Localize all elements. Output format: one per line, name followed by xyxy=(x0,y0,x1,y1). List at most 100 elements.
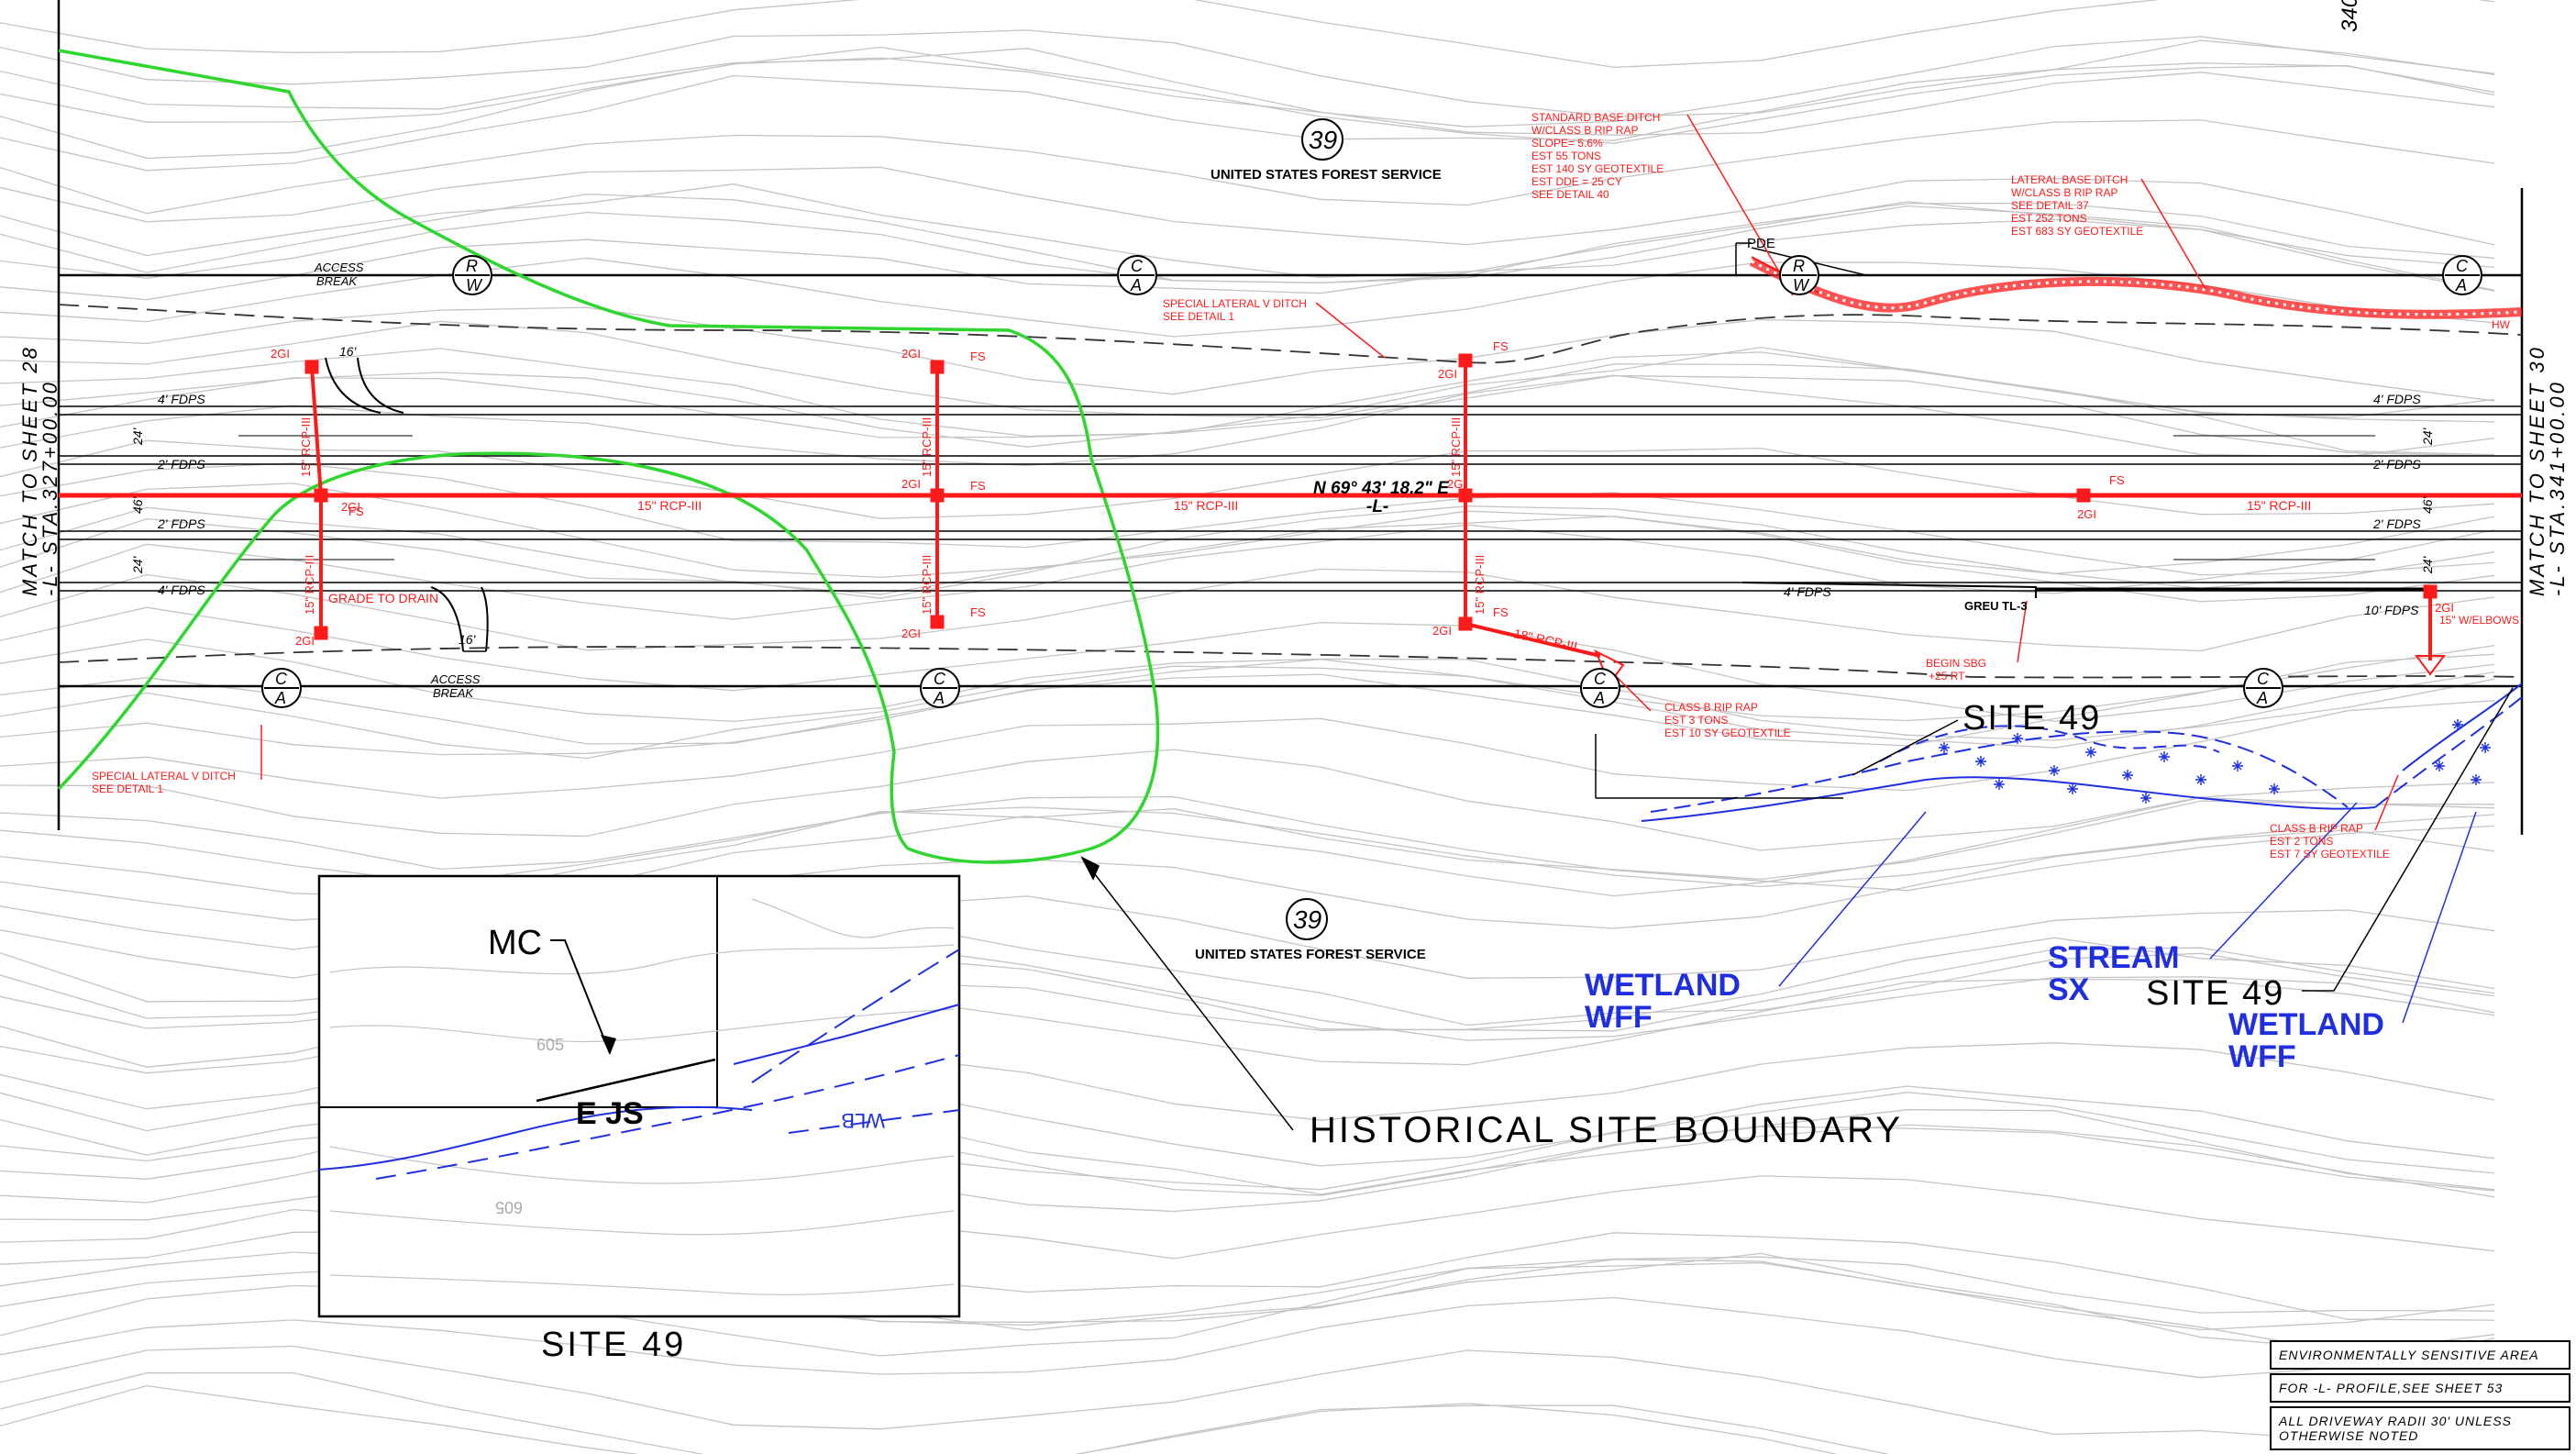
hw-label: HW xyxy=(2492,318,2511,331)
wetland-symbol xyxy=(1975,756,1986,767)
dim-24-right-bottom: 24' xyxy=(2420,555,2435,574)
dim-24-left-bottom: 24' xyxy=(130,555,145,574)
gi-10: 2GI xyxy=(2077,507,2096,521)
fdps-2-right-bottom: 2' FDPS xyxy=(2372,516,2421,531)
gi-4: 2GI xyxy=(901,347,921,361)
gi-5: 2GI xyxy=(901,477,921,491)
v-ditch-top-0: SPECIAL LATERAL V DITCH xyxy=(1163,297,1307,310)
alignment-symbol-letter: R xyxy=(1793,257,1805,275)
contour-line xyxy=(0,606,2495,723)
match-right-label: MATCH TO SHEET 30 xyxy=(2526,345,2548,596)
fs-2: FS xyxy=(970,479,986,493)
pipe-vert-6: 15" RCP-III xyxy=(1473,555,1487,615)
match-left-station: -L- STA.327+00.00 xyxy=(39,380,61,596)
wetland-symbol xyxy=(2140,793,2151,804)
contour-line xyxy=(0,653,2495,756)
wetland-symbol xyxy=(2195,774,2206,785)
std-ditch-4: EST 140 SY GEOTEXTILE xyxy=(1531,162,1664,175)
parcel-number-bottom: 39 xyxy=(1293,905,1321,934)
site-49-label-top: SITE 49 xyxy=(1962,699,2101,738)
pipe-label-3: 15" RCP-III xyxy=(2247,498,2311,513)
pde-label: PDE xyxy=(1747,236,1775,251)
contour-line xyxy=(0,659,2495,749)
lateral-ditch-0: LATERAL BASE DITCH xyxy=(2011,173,2128,186)
contour-line xyxy=(0,48,2495,136)
alignment-symbol-letter: C xyxy=(2257,670,2270,688)
topographic-contours xyxy=(0,0,2495,1454)
access-break-bottom-2: BREAK xyxy=(433,686,474,700)
dim-24-right-top: 24' xyxy=(2420,427,2435,446)
std-ditch-0: STANDARD BASE DITCH xyxy=(1531,111,1660,124)
contour-line xyxy=(0,36,2495,160)
alignment-symbol-letter: C xyxy=(1131,257,1144,275)
dim-46-right: 46' xyxy=(2420,495,2435,514)
begin-sbg-2: +25 RT xyxy=(1929,670,1965,683)
wetland-symbol xyxy=(2232,760,2243,771)
access-break-left: ACCESS xyxy=(314,261,364,274)
grade-to-drain: GRADE TO DRAIN xyxy=(328,591,438,605)
pipe-vert-3: 15" RCP-III xyxy=(1449,417,1463,477)
wetland-symbol xyxy=(2452,719,2463,730)
contour-line xyxy=(0,1345,2495,1442)
contour-line xyxy=(0,119,2495,215)
match-left-label: MATCH TO SHEET 28 xyxy=(18,345,41,596)
wetland-symbol xyxy=(2269,783,2280,794)
gi-6: 2GI xyxy=(901,627,921,640)
esa-legend: ENVIRONMENTALLY SENSITIVE AREA xyxy=(2270,1340,2570,1370)
contour-line xyxy=(0,257,2495,338)
wetland-symbol xyxy=(2012,733,2023,744)
lateral-ditch-1: W/CLASS B RIP RAP xyxy=(2011,186,2117,199)
wff-label-1: WFF xyxy=(1585,1000,1653,1035)
contour-line xyxy=(0,700,2495,799)
driveway-note-text: ALL DRIVEWAY RADII 30' UNLESS OTHERWISE … xyxy=(2279,1414,2512,1443)
contour-line xyxy=(0,183,2495,292)
wetland-symbol xyxy=(2480,742,2491,753)
contour-line xyxy=(0,320,2495,456)
corner-sheet-number: 340 xyxy=(2338,0,2362,32)
wetland-symbol xyxy=(1994,779,2005,790)
owner-name-top: UNITED STATES FOREST SERVICE xyxy=(1211,167,1442,183)
contour-line xyxy=(0,506,2495,595)
contour-line xyxy=(0,1371,1890,1454)
dim-46-left: 46' xyxy=(130,495,145,514)
wetland-symbol xyxy=(2434,760,2445,771)
wetland-symbols xyxy=(1939,719,2491,804)
wetland-symbol xyxy=(2067,783,2078,794)
riprap-right-2: EST 7 SY GEOTEXTILE xyxy=(2270,848,2390,860)
wetland-symbol xyxy=(2049,765,2060,776)
alignment-bearing: N 69° 43' 18.2" E xyxy=(1313,479,1450,498)
contour-line xyxy=(0,795,2495,892)
contour-line xyxy=(0,62,2495,172)
contour-line xyxy=(0,201,2495,301)
dim-16-top: 16' xyxy=(339,344,358,359)
fs-4: FS xyxy=(1493,339,1509,353)
lateral-ditch-2: SEE DETAIL 37 xyxy=(2011,199,2089,212)
contour-line xyxy=(0,1296,2495,1379)
contour-line xyxy=(0,1384,1839,1454)
contour-line xyxy=(0,166,2495,246)
gi-11: 2GI xyxy=(2435,601,2454,615)
std-ditch-2: SLOPE= 5.6% xyxy=(1531,137,1603,150)
lateral-ditch-3: EST 252 TONS xyxy=(2011,212,2087,225)
inset-wlb: WLB xyxy=(841,1109,885,1132)
contour-line xyxy=(0,505,2495,599)
wetland-symbol xyxy=(2122,770,2133,781)
alignment-name: -L- xyxy=(1366,497,1388,516)
esa-legend-text: ENVIRONMENTALLY SENSITIVE AREA xyxy=(2279,1348,2539,1362)
site-49-inset-title: SITE 49 xyxy=(541,1326,686,1364)
std-ditch-6: SEE DETAIL 40 xyxy=(1531,188,1609,201)
alignment-symbol-letter: A xyxy=(274,689,286,707)
drainage-system xyxy=(59,256,2523,685)
fdps-4-mid-bottom: 4' FDPS xyxy=(1784,584,1831,599)
historical-site-boundary-line xyxy=(57,49,1160,864)
match-right-station: -L- STA.341+00.00 xyxy=(2546,380,2569,596)
gi-2: 2GI xyxy=(341,500,360,514)
profile-note: FOR -L- PROFILE,SEE SHEET 53 xyxy=(2270,1373,2570,1403)
general-notes: ENVIRONMENTALLY SENSITIVE AREA FOR -L- P… xyxy=(2264,1337,2576,1454)
gi-9: 2GI xyxy=(1432,624,1452,638)
wetland-symbol xyxy=(1939,742,1950,753)
riprap-mid-0: CLASS B RIP RAP xyxy=(1664,701,1758,714)
contour-line xyxy=(0,0,2495,69)
alignment-symbol-letter: W xyxy=(1793,276,1810,294)
site-49-inset xyxy=(317,874,961,1318)
